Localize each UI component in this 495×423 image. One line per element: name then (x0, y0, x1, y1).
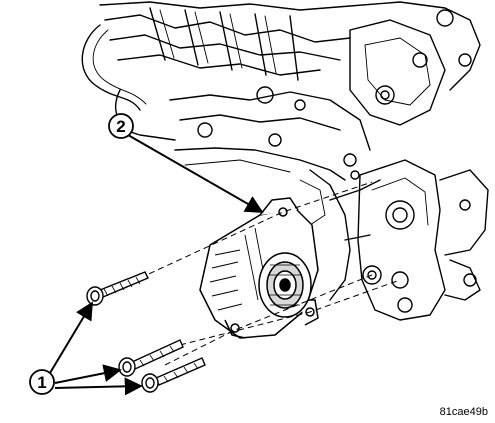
leader-lines (49, 134, 264, 396)
mounting-bolt-upper (86, 271, 149, 306)
leader-1-to-bolt-lower-1 (54, 364, 122, 384)
callout-2: 2 (108, 113, 134, 139)
bolt-alignment-lines (139, 181, 401, 366)
callout-1: 1 (29, 369, 55, 395)
callout-2-label: 2 (116, 117, 125, 136)
engine-block (81, 1, 489, 321)
mounting-bolt-lower-1 (118, 339, 184, 377)
leader-1-to-bolt-lower-2 (54, 377, 143, 396)
mounting-bolt-lower-2 (141, 357, 206, 393)
callout-1-label: 1 (37, 373, 46, 392)
figure-code: 81cae49b (440, 406, 488, 418)
leader-2-to-alternator (127, 134, 264, 213)
leader-1-to-bolt-upper (49, 301, 93, 374)
alternator (199, 197, 319, 339)
